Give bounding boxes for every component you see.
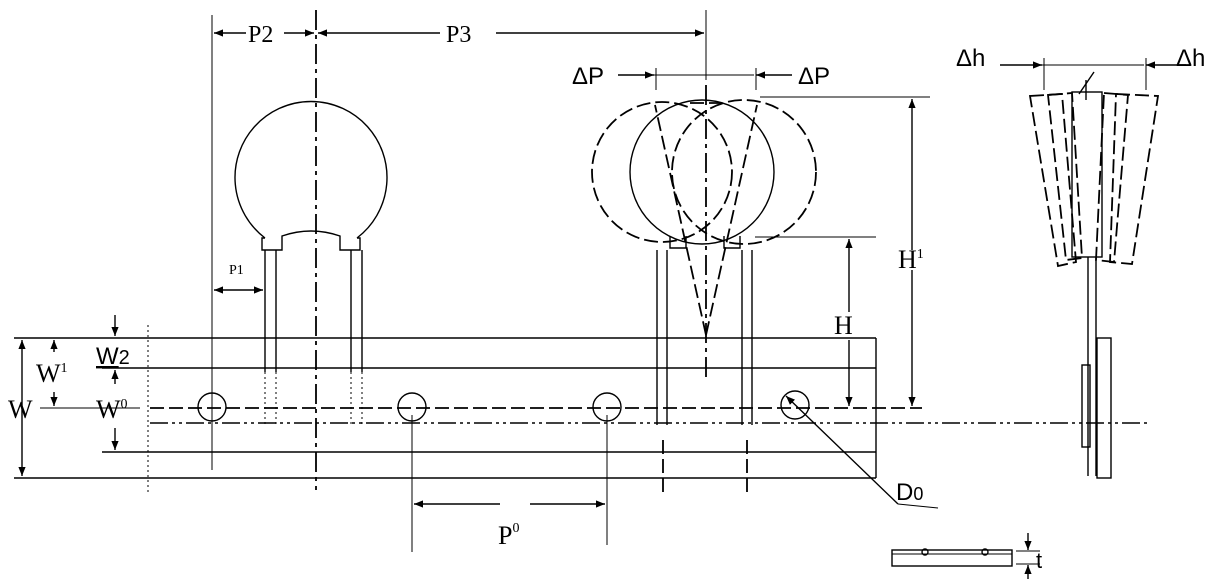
t-label: t (1036, 548, 1042, 573)
w-label: W (8, 395, 33, 424)
h1-label: H1 (898, 245, 924, 274)
delta-h-left-label: Δh (956, 45, 985, 72)
delta-p-dimension (618, 68, 792, 90)
p1-label: P1 (229, 263, 244, 278)
delta-h-dimension (1000, 58, 1186, 90)
component-right (591, 85, 817, 492)
d0-label: D0 (896, 479, 923, 506)
p3-label: P3 (446, 22, 471, 48)
w1-label: W1 (36, 359, 68, 388)
sprocket-hole (780, 390, 810, 420)
delta-p-left-label: ΔP (572, 63, 604, 90)
h-dimension (755, 236, 876, 406)
delta-h-right-label: Δh (1176, 45, 1205, 72)
tape-thickness-view (891, 533, 1040, 579)
side-view (1028, 71, 1160, 479)
sprocket-holes (197, 390, 810, 422)
w0-label: W0 (96, 395, 128, 424)
p2-p3-dimension (211, 10, 707, 490)
h-label: H (834, 311, 853, 340)
p2-label: P2 (248, 22, 273, 48)
p0-label: P0 (498, 521, 519, 550)
delta-p-right-label: ΔP (798, 63, 830, 90)
w2-label: W2 (96, 343, 130, 370)
w-dimensions (18, 315, 140, 476)
d0-leader (785, 395, 939, 509)
p0-dimension (411, 415, 608, 552)
h1-dimension (760, 96, 930, 406)
component-left (234, 100, 388, 425)
